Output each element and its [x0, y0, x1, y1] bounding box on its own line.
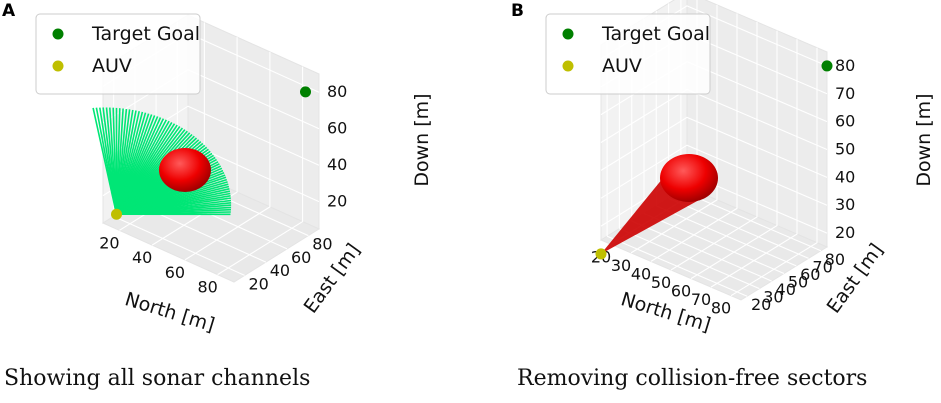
legend-label: AUV	[92, 55, 132, 77]
caption-b: Removing collision-free sectors	[517, 366, 868, 391]
z-tick-label: 50	[835, 140, 855, 159]
x-tick-label: 60	[165, 263, 185, 282]
grid-line-y	[680, 190, 822, 252]
z-tick-label: 80	[835, 56, 855, 75]
grid-line-x	[730, 47, 818, 297]
grid-line-x	[710, 39, 798, 288]
y-tick-label: 40	[776, 280, 796, 299]
grid-line-y	[656, 205, 797, 267]
grid-line-z	[102, 105, 320, 166]
z-tick-label: 80	[327, 82, 347, 101]
x-tick-label: 20	[99, 233, 119, 252]
y-tick-label: 80	[825, 250, 845, 269]
obstacle-sphere	[660, 154, 718, 202]
target-goal-point	[821, 60, 833, 72]
x-tick-label: 40	[132, 248, 152, 267]
grid-line-y	[606, 235, 748, 297]
z-tick-label: 30	[835, 195, 855, 214]
x-tick-label: 80	[711, 299, 731, 318]
y-tick-label: 40	[270, 261, 290, 280]
y-tick-label: 20	[248, 274, 268, 293]
legend-box	[35, 13, 201, 95]
legend-label: Target Goal	[601, 23, 710, 45]
y-tick-label: 20	[751, 295, 771, 314]
y-tick-label: 60	[291, 248, 311, 267]
legend-marker	[52, 28, 64, 40]
panel-letter: A	[2, 1, 16, 21]
grid-line-x	[184, 51, 271, 261]
obstacle-sphere	[159, 148, 211, 192]
x-tick-label: 40	[631, 264, 651, 283]
z-tick-label: 60	[835, 112, 855, 131]
x-tick-label: 60	[671, 282, 691, 301]
grid-line-x	[650, 13, 738, 262]
z-tick-label: 70	[835, 84, 855, 103]
z-axis-label: Down [m]	[411, 93, 433, 186]
z-tick-label: 40	[327, 155, 347, 174]
grid-line-y	[631, 220, 772, 282]
legend-label: AUV	[602, 55, 642, 77]
x-tick-label: 80	[197, 278, 217, 297]
grid-line-x	[630, 4, 718, 254]
panel-b: 2030405060708020304050607080203040506070…	[511, 0, 935, 336]
legend-label: Target Goal	[91, 23, 200, 45]
panel-letter: B	[511, 1, 524, 21]
legend-box	[545, 13, 711, 95]
grid-line-x	[217, 66, 304, 276]
x-tick-label: 30	[611, 256, 631, 275]
y-tick-label: 70	[812, 257, 832, 276]
legend-marker	[562, 60, 574, 72]
z-tick-label: 20	[835, 223, 855, 242]
z-tick-label: 60	[327, 119, 347, 138]
x-tick-label: 70	[691, 290, 711, 309]
target-goal-point	[300, 86, 311, 98]
y-tick-label: 80	[312, 235, 332, 254]
grid-line-x	[670, 22, 758, 271]
auv-point	[111, 208, 122, 220]
grid-line-y	[668, 197, 809, 259]
grid-line-y	[113, 215, 245, 276]
y-tick-label: 30	[763, 288, 783, 307]
grid-line-y	[643, 212, 785, 275]
z-tick-label: 20	[327, 192, 347, 211]
legend-marker	[562, 28, 574, 40]
grid-line-x	[151, 37, 238, 246]
y-tick-label: 60	[800, 265, 820, 284]
grid-line-z	[600, 116, 828, 178]
legend-marker	[52, 60, 64, 72]
grid-line-z	[600, 144, 828, 206]
grid-line-y	[619, 228, 760, 290]
grid-line-x	[690, 30, 778, 280]
x-tick-label: 50	[651, 273, 671, 292]
z-tick-label: 40	[835, 167, 855, 186]
auv-point	[595, 248, 607, 260]
y-tick-label: 50	[788, 273, 808, 292]
caption-a: Showing all sonar channels	[4, 366, 311, 391]
z-axis-label: Down [m]	[913, 93, 935, 186]
